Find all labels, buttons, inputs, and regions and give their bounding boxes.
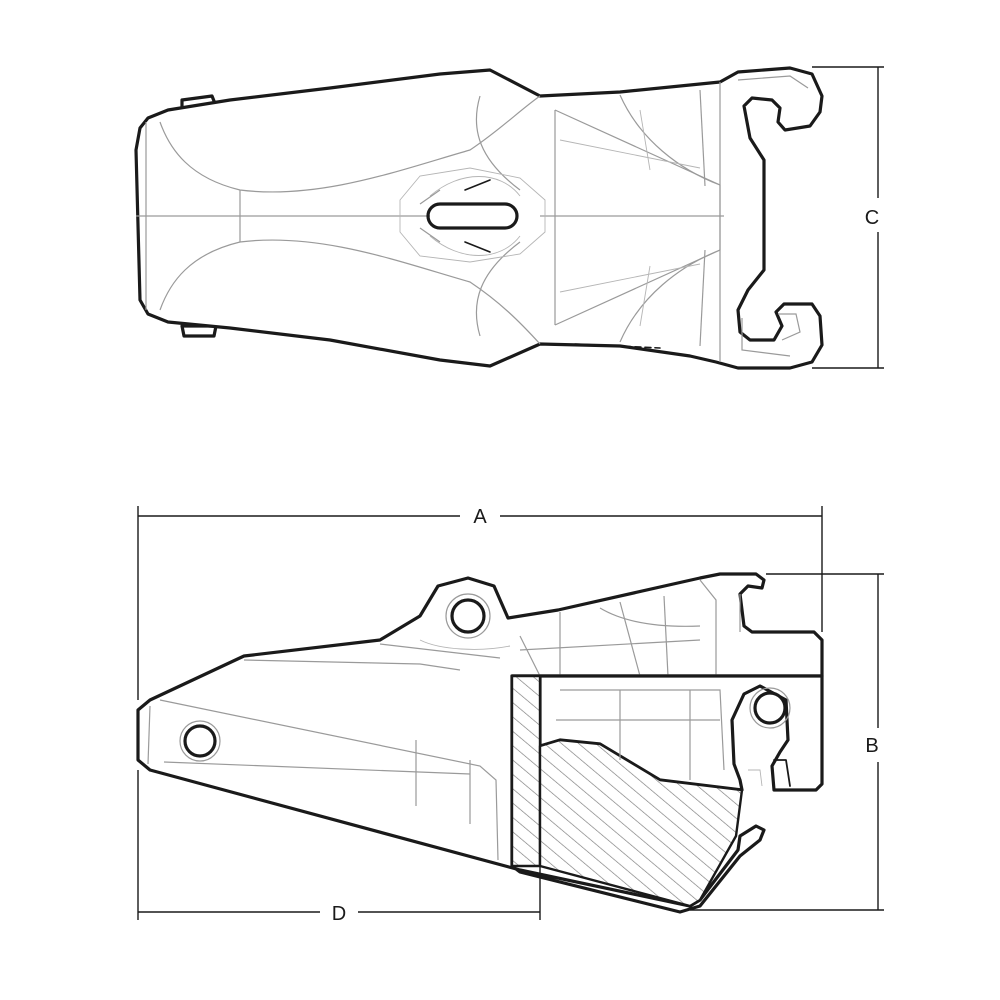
side-view-top-pin-hole xyxy=(450,598,486,634)
side-view-front-pin-hole xyxy=(183,724,217,758)
dimension-b: B xyxy=(690,573,884,911)
dimension-d: D xyxy=(137,770,541,925)
top-view-center-slot xyxy=(426,202,519,230)
dimension-a: A xyxy=(137,506,823,700)
side-view-adapter-pin-hole xyxy=(753,691,787,725)
side-view-body-outline xyxy=(136,572,824,914)
dimension-a-label: A xyxy=(473,506,487,528)
top-view-body-outline xyxy=(134,66,824,370)
side-view xyxy=(136,572,824,914)
dimension-d-label: D xyxy=(332,903,346,925)
dimension-c-label: C xyxy=(865,207,879,229)
top-view xyxy=(134,66,824,370)
side-view-hatch-main xyxy=(538,738,744,908)
dimension-b-label: B xyxy=(865,735,878,757)
dimension-c: C xyxy=(812,66,884,369)
side-view-hatch-left xyxy=(510,674,542,868)
